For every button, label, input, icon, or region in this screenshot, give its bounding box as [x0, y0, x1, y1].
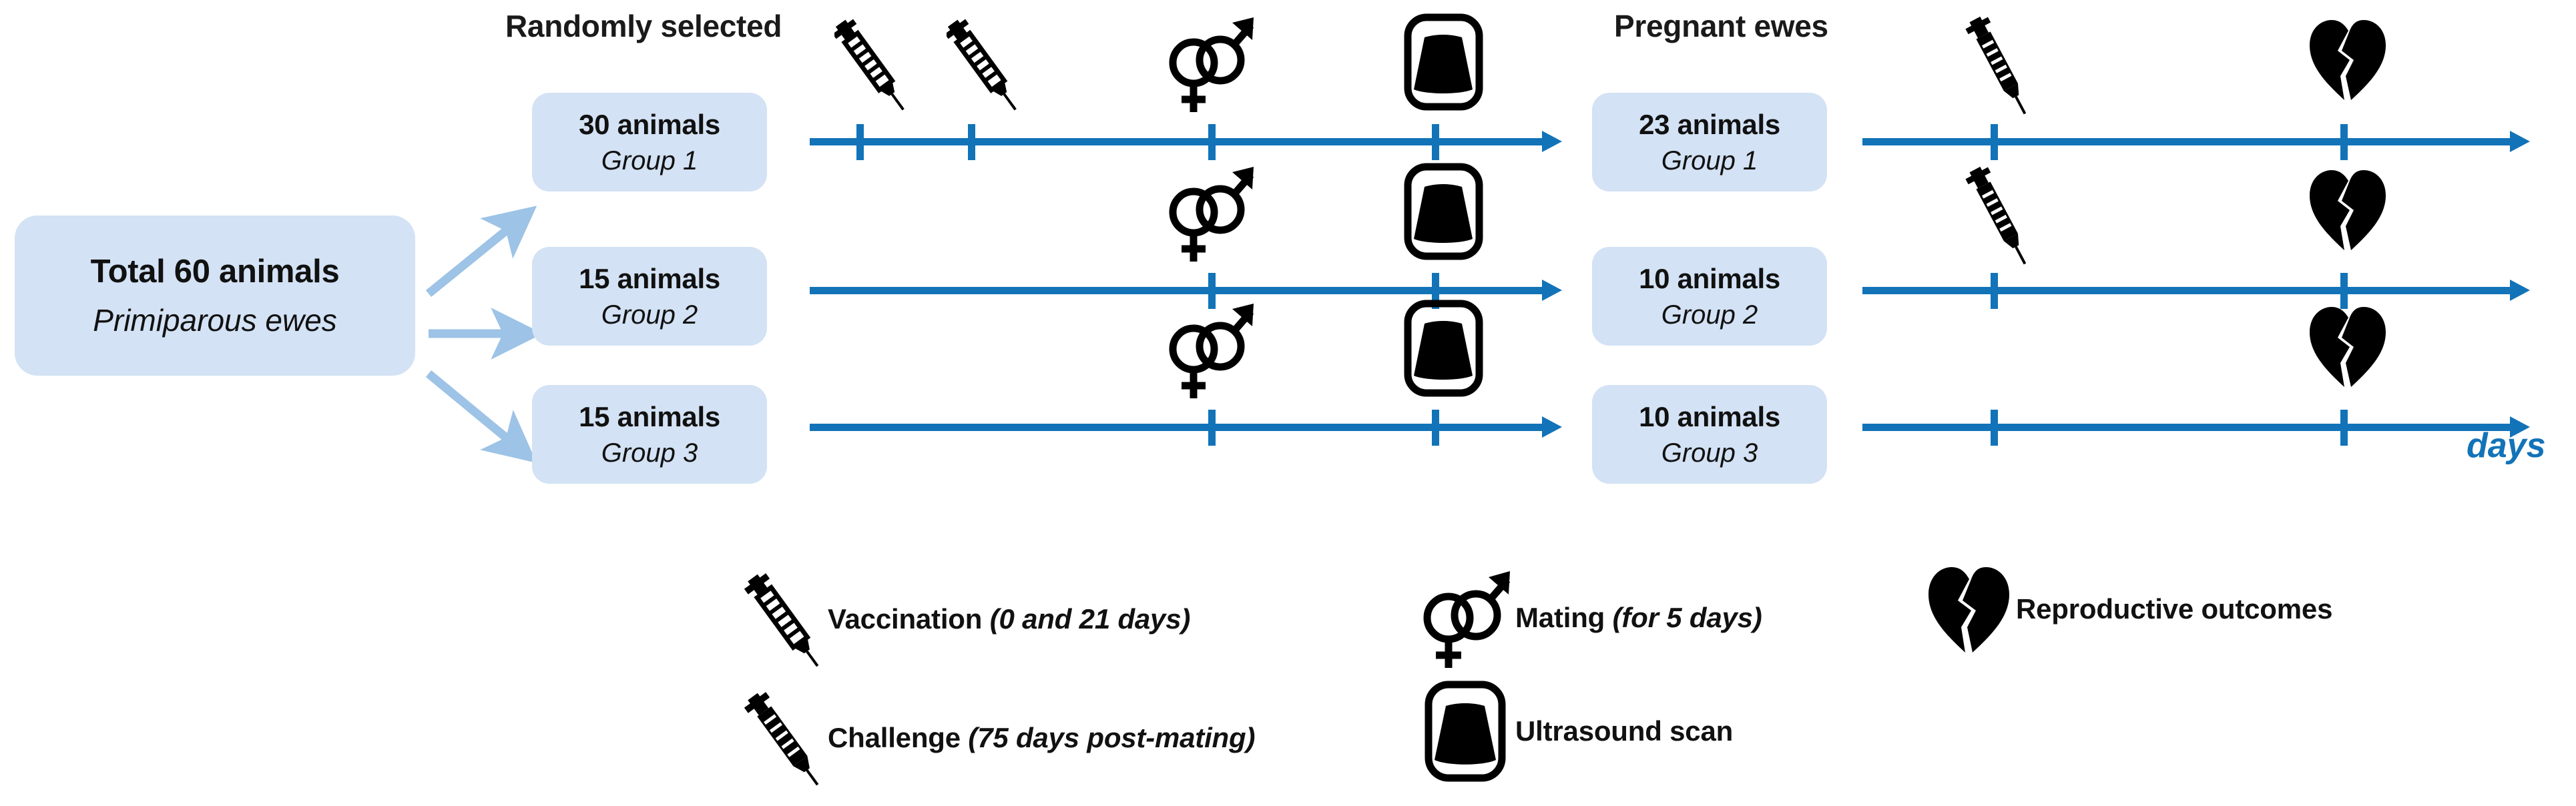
group-name-label: Group 1 — [601, 145, 698, 175]
timeline-axis — [1862, 424, 2510, 431]
timeline-tick — [1432, 124, 1439, 160]
syringe-outline-icon — [947, 19, 1017, 111]
timeline-right-group-2 — [1862, 273, 2530, 309]
left-group-box-2: 15 animals Group 2 — [532, 247, 767, 346]
timeline-tick — [1208, 273, 1216, 309]
legend: Vaccination (0 and 21 days) — [0, 546, 2576, 806]
timeline-axis — [810, 287, 1542, 294]
left-group-box-3: 15 animals Group 3 — [532, 385, 767, 484]
timeline-arrowhead — [1542, 416, 1562, 438]
broken-heart-icon — [1922, 559, 2016, 659]
right-group-box-1: 23 animals Group 1 — [1592, 93, 1827, 191]
total-count-label: Total 60 animals — [90, 254, 340, 290]
timeline-arrowhead — [2510, 280, 2530, 301]
timeline-right-group-1 — [1862, 124, 2530, 160]
broken-heart-icon — [2310, 170, 2386, 250]
group-count-label: 10 animals — [1639, 400, 1780, 432]
timeline-tick — [1432, 410, 1439, 446]
column-header-pregnant-ewes: Pregnant ewes — [1614, 9, 1828, 43]
group-count-label: 23 animals — [1639, 108, 1780, 140]
ultrasound-scan-icon — [1404, 300, 1483, 397]
timeline-tick — [1991, 124, 1998, 160]
legend-item-ultrasound: Ultrasound scan — [1415, 678, 1733, 785]
timeline-arrowhead — [1542, 131, 1562, 152]
syringe-outline-icon — [834, 19, 905, 111]
syringe-filled-icon — [1965, 16, 2027, 115]
total-subtitle-label: Primiparous ewes — [93, 303, 337, 338]
group-count-label: 15 animals — [579, 400, 720, 432]
timeline-axis — [1862, 287, 2510, 294]
timeline-tick — [1208, 410, 1216, 446]
timeline-axis — [810, 138, 1542, 145]
timeline-left-group-3 — [810, 410, 1562, 446]
timeline-tick — [1991, 273, 1998, 309]
right-group-box-2: 10 animals Group 2 — [1592, 247, 1827, 346]
timeline-axis — [1862, 138, 2510, 145]
timeline-left-group-2 — [810, 273, 1562, 309]
timeline-axis — [810, 424, 1542, 431]
mating-symbol-icon — [1169, 17, 1254, 112]
timeline-tick — [1432, 273, 1439, 309]
legend-item-challenge: Challenge (75 days post-mating) — [741, 678, 1255, 798]
timeline-tick — [968, 124, 975, 160]
legend-label: Reproductive outcomes — [2016, 593, 2333, 625]
timeline-tick — [2340, 124, 2348, 160]
group-name-label: Group 1 — [1661, 145, 1758, 175]
group-name-label: Group 3 — [601, 438, 698, 468]
timeline-arrowhead — [2510, 416, 2530, 438]
ultrasound-scan-icon — [1415, 678, 1515, 785]
syringe-filled-icon — [741, 678, 828, 798]
timeline-tick — [856, 124, 864, 160]
legend-label: Mating (for 5 days) — [1515, 601, 1762, 633]
legend-item-vaccination: Vaccination (0 and 21 days) — [741, 559, 1190, 679]
mating-symbol-icon — [1169, 304, 1254, 398]
total-animals-box: Total 60 animals Primiparous ewes — [15, 216, 415, 376]
right-group-box-3: 10 animals Group 3 — [1592, 385, 1827, 484]
ultrasound-scan-icon — [1404, 13, 1483, 111]
group-name-label: Group 2 — [1661, 300, 1758, 330]
timeline-right-group-3 — [1862, 410, 2530, 446]
broken-heart-icon — [2310, 20, 2386, 100]
legend-label: Challenge (75 days post-mating) — [828, 722, 1256, 753]
group-name-label: Group 2 — [601, 300, 698, 330]
broken-heart-icon — [2310, 307, 2386, 387]
ultrasound-scan-icon — [1404, 163, 1483, 260]
timeline-arrowhead — [2510, 131, 2530, 152]
legend-item-reproductive-outcomes: Reproductive outcomes — [1922, 559, 2332, 659]
axis-unit-label: days — [2467, 426, 2546, 465]
legend-label: Ultrasound scan — [1515, 715, 1734, 747]
legend-label: Vaccination (0 and 21 days) — [828, 603, 1191, 635]
group-count-label: 30 animals — [579, 108, 720, 140]
timeline-tick — [2340, 273, 2348, 309]
group-count-label: 10 animals — [1639, 262, 1780, 294]
group-name-label: Group 3 — [1661, 438, 1758, 468]
column-header-randomly-selected: Randomly selected — [505, 9, 782, 43]
timeline-tick — [1991, 410, 1998, 446]
timeline-arrowhead — [1542, 280, 1562, 301]
split-arrows — [425, 206, 543, 463]
mating-symbol-icon — [1169, 167, 1254, 262]
group-count-label: 15 animals — [579, 262, 720, 294]
syringe-filled-icon — [1965, 166, 2027, 265]
timeline-tick — [2340, 410, 2348, 446]
mating-symbol-icon — [1415, 559, 1515, 676]
timeline-left-group-1 — [810, 124, 1562, 160]
left-group-box-1: 30 animals Group 1 — [532, 93, 767, 191]
timeline-tick — [1208, 124, 1216, 160]
syringe-outline-icon — [741, 559, 828, 679]
legend-item-mating: Mating (for 5 days) — [1415, 559, 1762, 676]
